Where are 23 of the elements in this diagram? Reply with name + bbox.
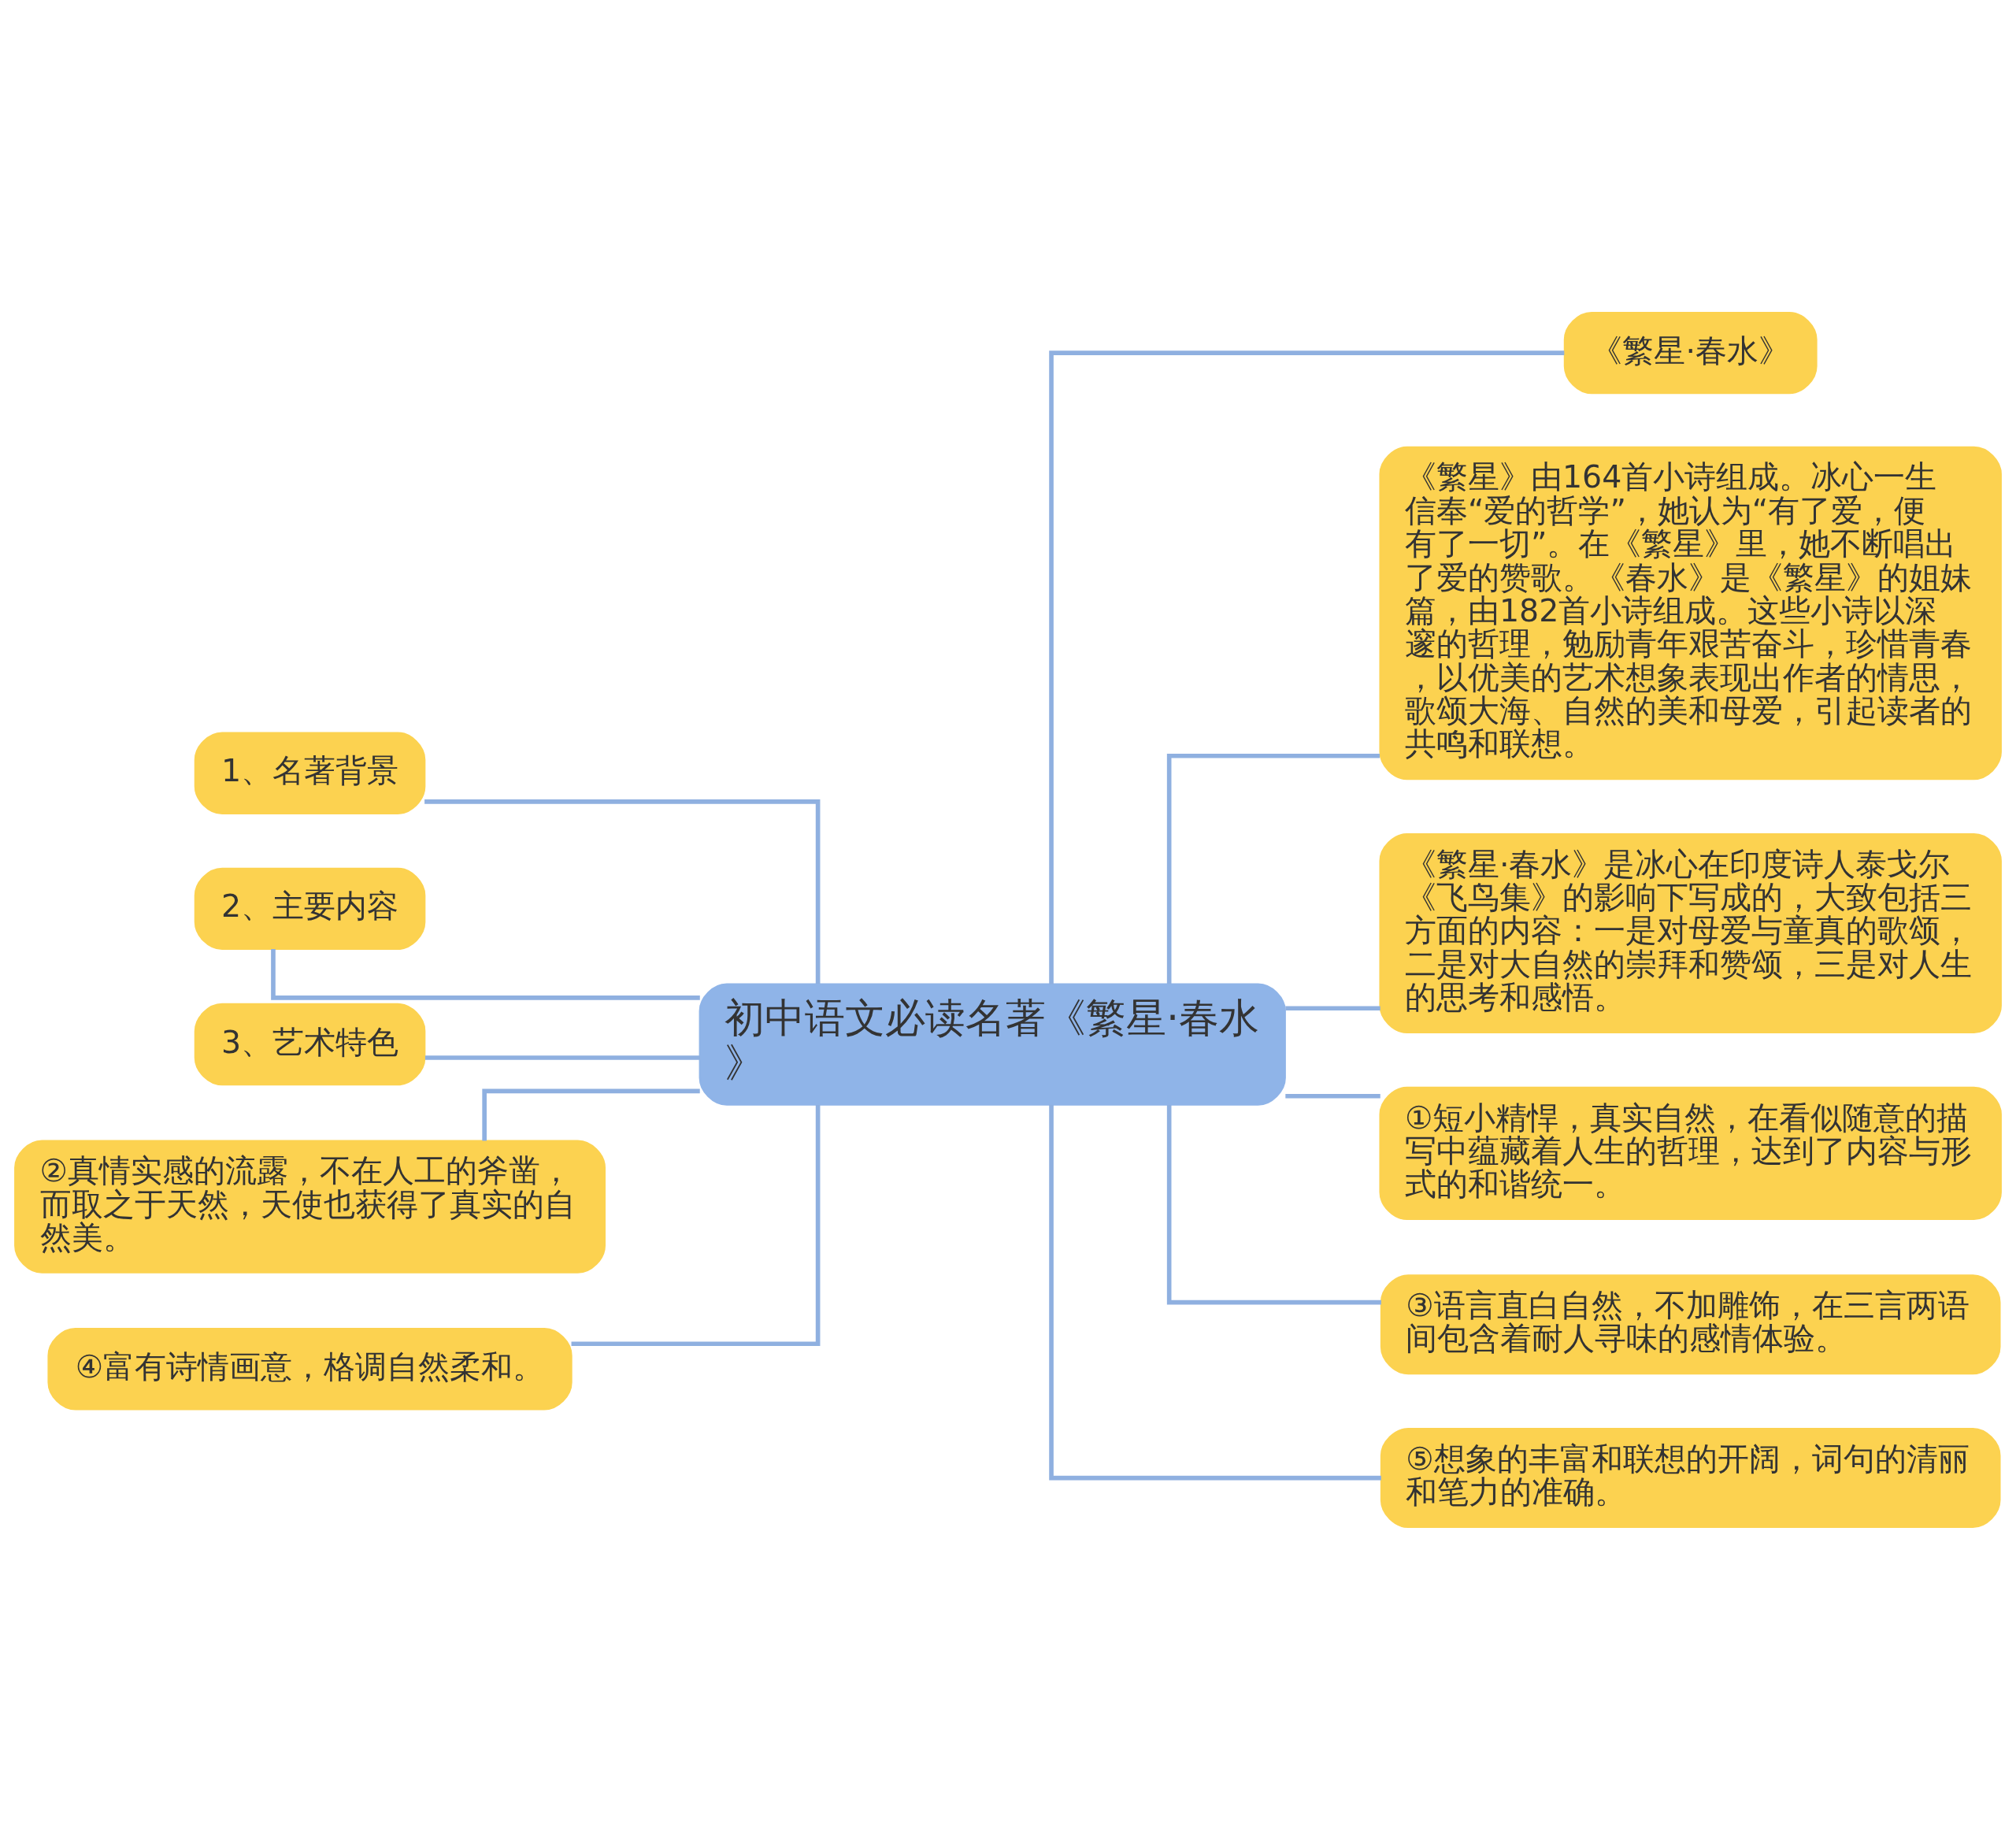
connector	[424, 799, 821, 984]
node-box: ①短小精悍，真实自然，在看似随意的描写中蕴藏着人生的哲理，达到了内容与形式的和谐统一。	[1379, 1086, 2002, 1220]
node-box: 2、主要内容	[194, 867, 426, 950]
node-box: ②真情实感的流露，不在人工的斧凿，而取之于天然，天使也获得了真实的自然美。	[14, 1140, 606, 1274]
connector	[1049, 1104, 1381, 1480]
node-box: ④富有诗情画意，格调自然柔和。	[47, 1327, 573, 1410]
connector	[1166, 1104, 1381, 1304]
connector	[482, 1088, 700, 1140]
node-box: 《繁星·春水》是冰心在印度诗人泰戈尔《飞鸟集》的影响下写成的，大致包括三方面的内容：一是对母爱与童真的歌颂，二是对大自然的崇拜和赞颂，三是对人生的思考和感悟。	[1379, 832, 2002, 1033]
connector	[1285, 1005, 1380, 1010]
node-box: 《繁星·春水》	[1563, 311, 1818, 394]
node-box: 初中语文必读名著《繁星·春水》	[699, 982, 1286, 1106]
node-box: 1、名著背景	[194, 731, 426, 814]
node-box: ③语言直白自然，不加雕饰，在三言两语间包含着耐人寻味的感情体验。	[1380, 1274, 2001, 1374]
connector	[1285, 1093, 1380, 1099]
node-box: ⑤想象的丰富和联想的开阔，词句的清丽和笔力的准确。	[1380, 1427, 2001, 1528]
node-box: 《繁星》由164首小诗组成。冰心一生信奉“爱的哲学”，她认为“有了爱，便有了一切”。在《繁星》里，她不断唱出了爱的赞歌。《春水》是《繁星》的姐妹篇，由182首小诗组成。这些小诗以深邃的哲理，勉励青年艰苦奋斗，珍惜青春，以优美的艺术想象表现出作者的情思，歌颂大海、自然的美和母爱，引起读者的共鸣和联想。	[1379, 446, 2002, 780]
connector	[1049, 350, 1565, 984]
connector	[571, 1104, 821, 1346]
connector	[1166, 753, 1380, 984]
node-box: 3、艺术特色	[194, 1003, 426, 1085]
connector	[271, 948, 700, 1000]
connector	[424, 1055, 700, 1060]
